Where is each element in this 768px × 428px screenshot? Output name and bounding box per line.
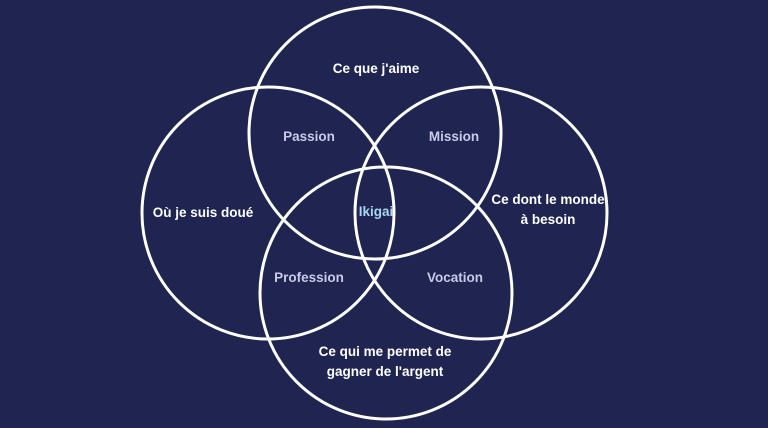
- label-what-you-are-paid-for-line1: Ce qui me permet de: [318, 344, 452, 359]
- circle-love: [247, 5, 503, 261]
- label-what-you-are-good-at: Où je suis doué: [153, 203, 254, 223]
- label-vocation: Vocation: [427, 268, 483, 288]
- label-what-world-needs-line2: à besoin: [520, 212, 576, 227]
- label-what-you-love-text: Ce que j'aime: [332, 61, 420, 76]
- label-what-world-needs-line1: Ce dont le monde: [491, 192, 605, 207]
- label-passion: Passion: [283, 127, 335, 147]
- label-what-you-are-paid-for: Ce qui me permet de gagner de l'argent: [319, 342, 452, 382]
- label-what-world-needs: Ce dont le monde à besoin: [491, 190, 604, 230]
- label-profession-text: Profession: [274, 270, 344, 285]
- label-what-you-are-paid-for-line2: gagner de l'argent: [326, 364, 444, 379]
- label-vocation-text: Vocation: [426, 270, 484, 285]
- label-profession: Profession: [274, 268, 344, 288]
- label-mission-text: Mission: [428, 129, 480, 144]
- label-ikigai-text: Ikigai: [358, 204, 394, 219]
- label-ikigai: Ikigai: [359, 202, 394, 222]
- label-passion-text: Passion: [283, 129, 335, 144]
- circle-world-needs: [353, 85, 609, 341]
- label-what-you-love: Ce que j'aime: [333, 59, 420, 79]
- label-what-you-are-good-at-text: Où je suis doué: [152, 205, 254, 220]
- label-mission: Mission: [429, 127, 479, 147]
- circle-paid-for: [258, 165, 514, 421]
